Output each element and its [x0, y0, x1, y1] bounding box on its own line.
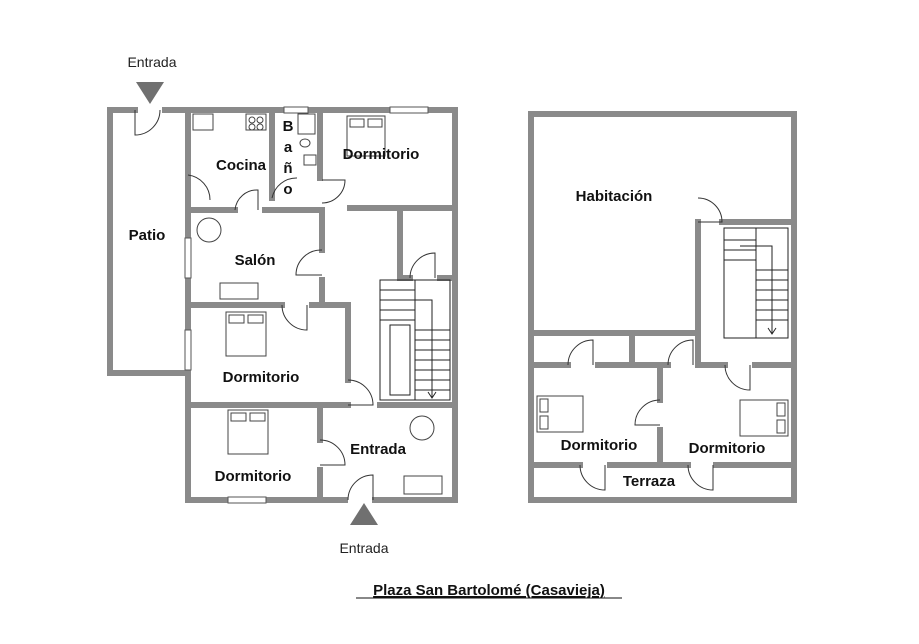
stairs-upper [723, 227, 789, 339]
room-label-dormitorio-bottom: Dormitorio [215, 468, 292, 485]
doors-ground [134, 109, 436, 501]
room-label-bano-2: a [284, 139, 293, 156]
windows-ground [184, 106, 429, 504]
room-label-dormitorio-top: Dormitorio [343, 146, 420, 163]
entrance-label-bottom: Entrada [339, 540, 388, 556]
ground-floor: Entrada Entrada Patio Cocina B a ñ o Dor… [107, 54, 458, 556]
room-label-dormitorio-left: Dormitorio [561, 437, 638, 454]
furniture-ground [192, 113, 443, 495]
room-label-terraza: Terraza [623, 473, 676, 490]
plan-caption: Plaza San Bartolomé (Casavieja) [373, 582, 605, 599]
room-label-dormitorio-mid: Dormitorio [223, 369, 300, 386]
entrance-arrow-top [136, 82, 164, 104]
entrance-label-top: Entrada [127, 54, 176, 70]
room-label-dormitorio-right: Dormitorio [689, 440, 766, 457]
room-label-bano-1: B [283, 118, 294, 135]
room-label-patio: Patio [129, 227, 166, 244]
room-label-habitacion: Habitación [576, 188, 653, 205]
room-label-cocina: Cocina [216, 157, 267, 174]
room-label-bano-4: o [283, 181, 292, 198]
room-label-bano-3: ñ [283, 160, 292, 177]
doors-upper [567, 197, 751, 491]
room-label-entrada: Entrada [350, 441, 407, 458]
furniture-upper [536, 395, 789, 437]
entrance-arrow-bottom [350, 503, 378, 525]
upper-outer-wall [528, 111, 797, 503]
upper-floor: Habitación Dormitorio Dormitorio Terraza [528, 111, 797, 503]
room-label-salon: Salón [235, 252, 276, 269]
stairs-ground [379, 279, 451, 401]
